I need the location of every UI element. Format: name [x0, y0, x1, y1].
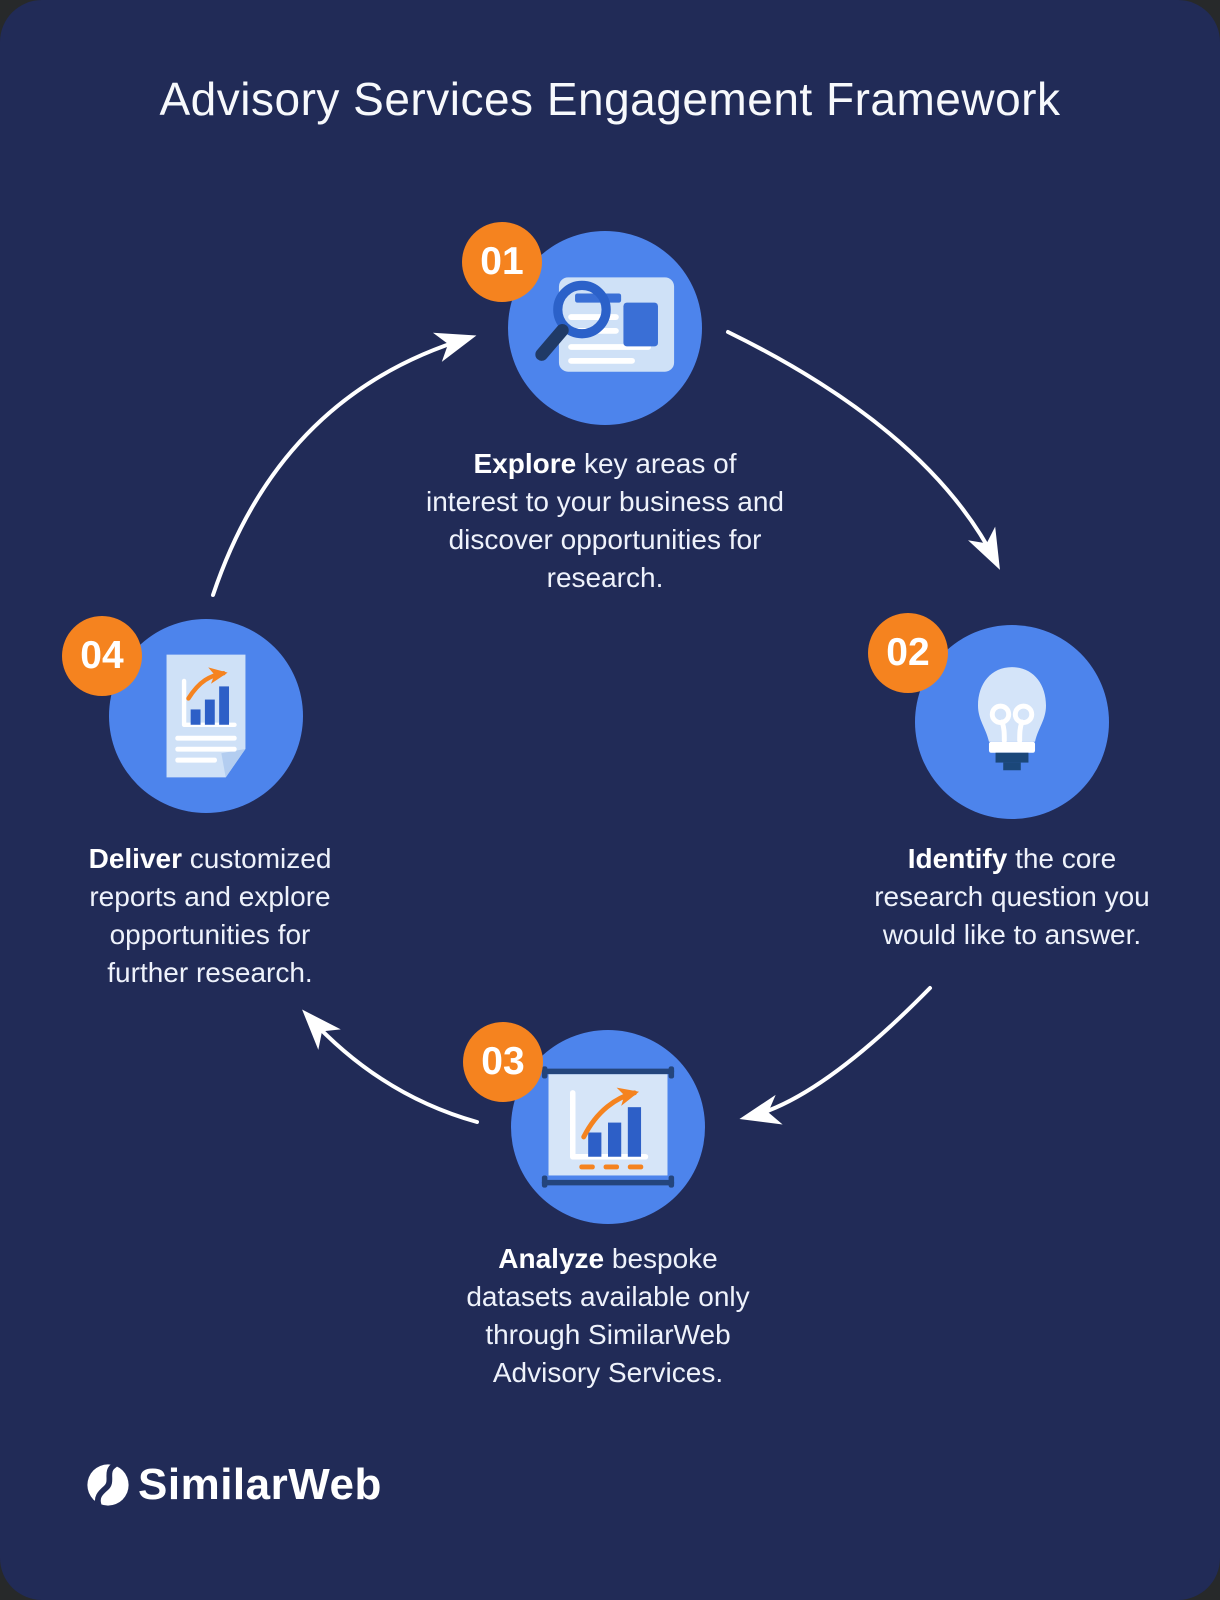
bar-chart-screen-icon [541, 1066, 675, 1188]
step-02-number: 02 [886, 631, 930, 674]
step-03-text: bespoke datasets available only through … [466, 1243, 750, 1388]
step-03-keyword: Analyze [498, 1243, 605, 1274]
step-03-description: Analyze bespoke datasets available only … [453, 1240, 763, 1392]
step-02-keyword: Identify [907, 843, 1008, 874]
similarweb-logo: SimilarWeb [85, 1460, 382, 1510]
step-01-badge: 01 [462, 222, 542, 302]
step-03-circle [511, 1030, 705, 1224]
step-03-badge: 03 [463, 1022, 543, 1102]
step-02-badge: 02 [868, 613, 948, 693]
step-01-text: key areas of interest to your business a… [426, 448, 784, 593]
step-04-text: customized reports and explore opportuni… [89, 843, 332, 988]
similarweb-logo-mark-icon [87, 1462, 129, 1508]
page-title: Advisory Services Engagement Framework [159, 73, 1061, 125]
arrow-step2-to-step3 [739, 986, 932, 1125]
step-01-description: Explore key areas of interest to your bu… [425, 445, 785, 597]
lightbulb-icon [978, 667, 1046, 771]
step-04-description: Deliver customized reports and explore o… [75, 840, 345, 992]
step-03-number: 03 [481, 1040, 525, 1083]
search-document-icon [535, 277, 675, 372]
step-04-badge: 04 [62, 616, 142, 696]
step-02-text: the core research question you would lik… [874, 843, 1150, 950]
step-01-keyword: Explore [473, 448, 577, 479]
arrow-step3-to-step4 [302, 1009, 479, 1124]
similarweb-logo-text: SimilarWeb [138, 1460, 382, 1509]
report-document-icon [166, 654, 246, 778]
step-02-description: Identify the core research question you … [862, 840, 1162, 954]
step-04-number: 04 [80, 634, 124, 677]
step-01-number: 01 [480, 240, 524, 283]
step-04-circle [109, 619, 303, 813]
step-04-keyword: Deliver [88, 843, 182, 874]
